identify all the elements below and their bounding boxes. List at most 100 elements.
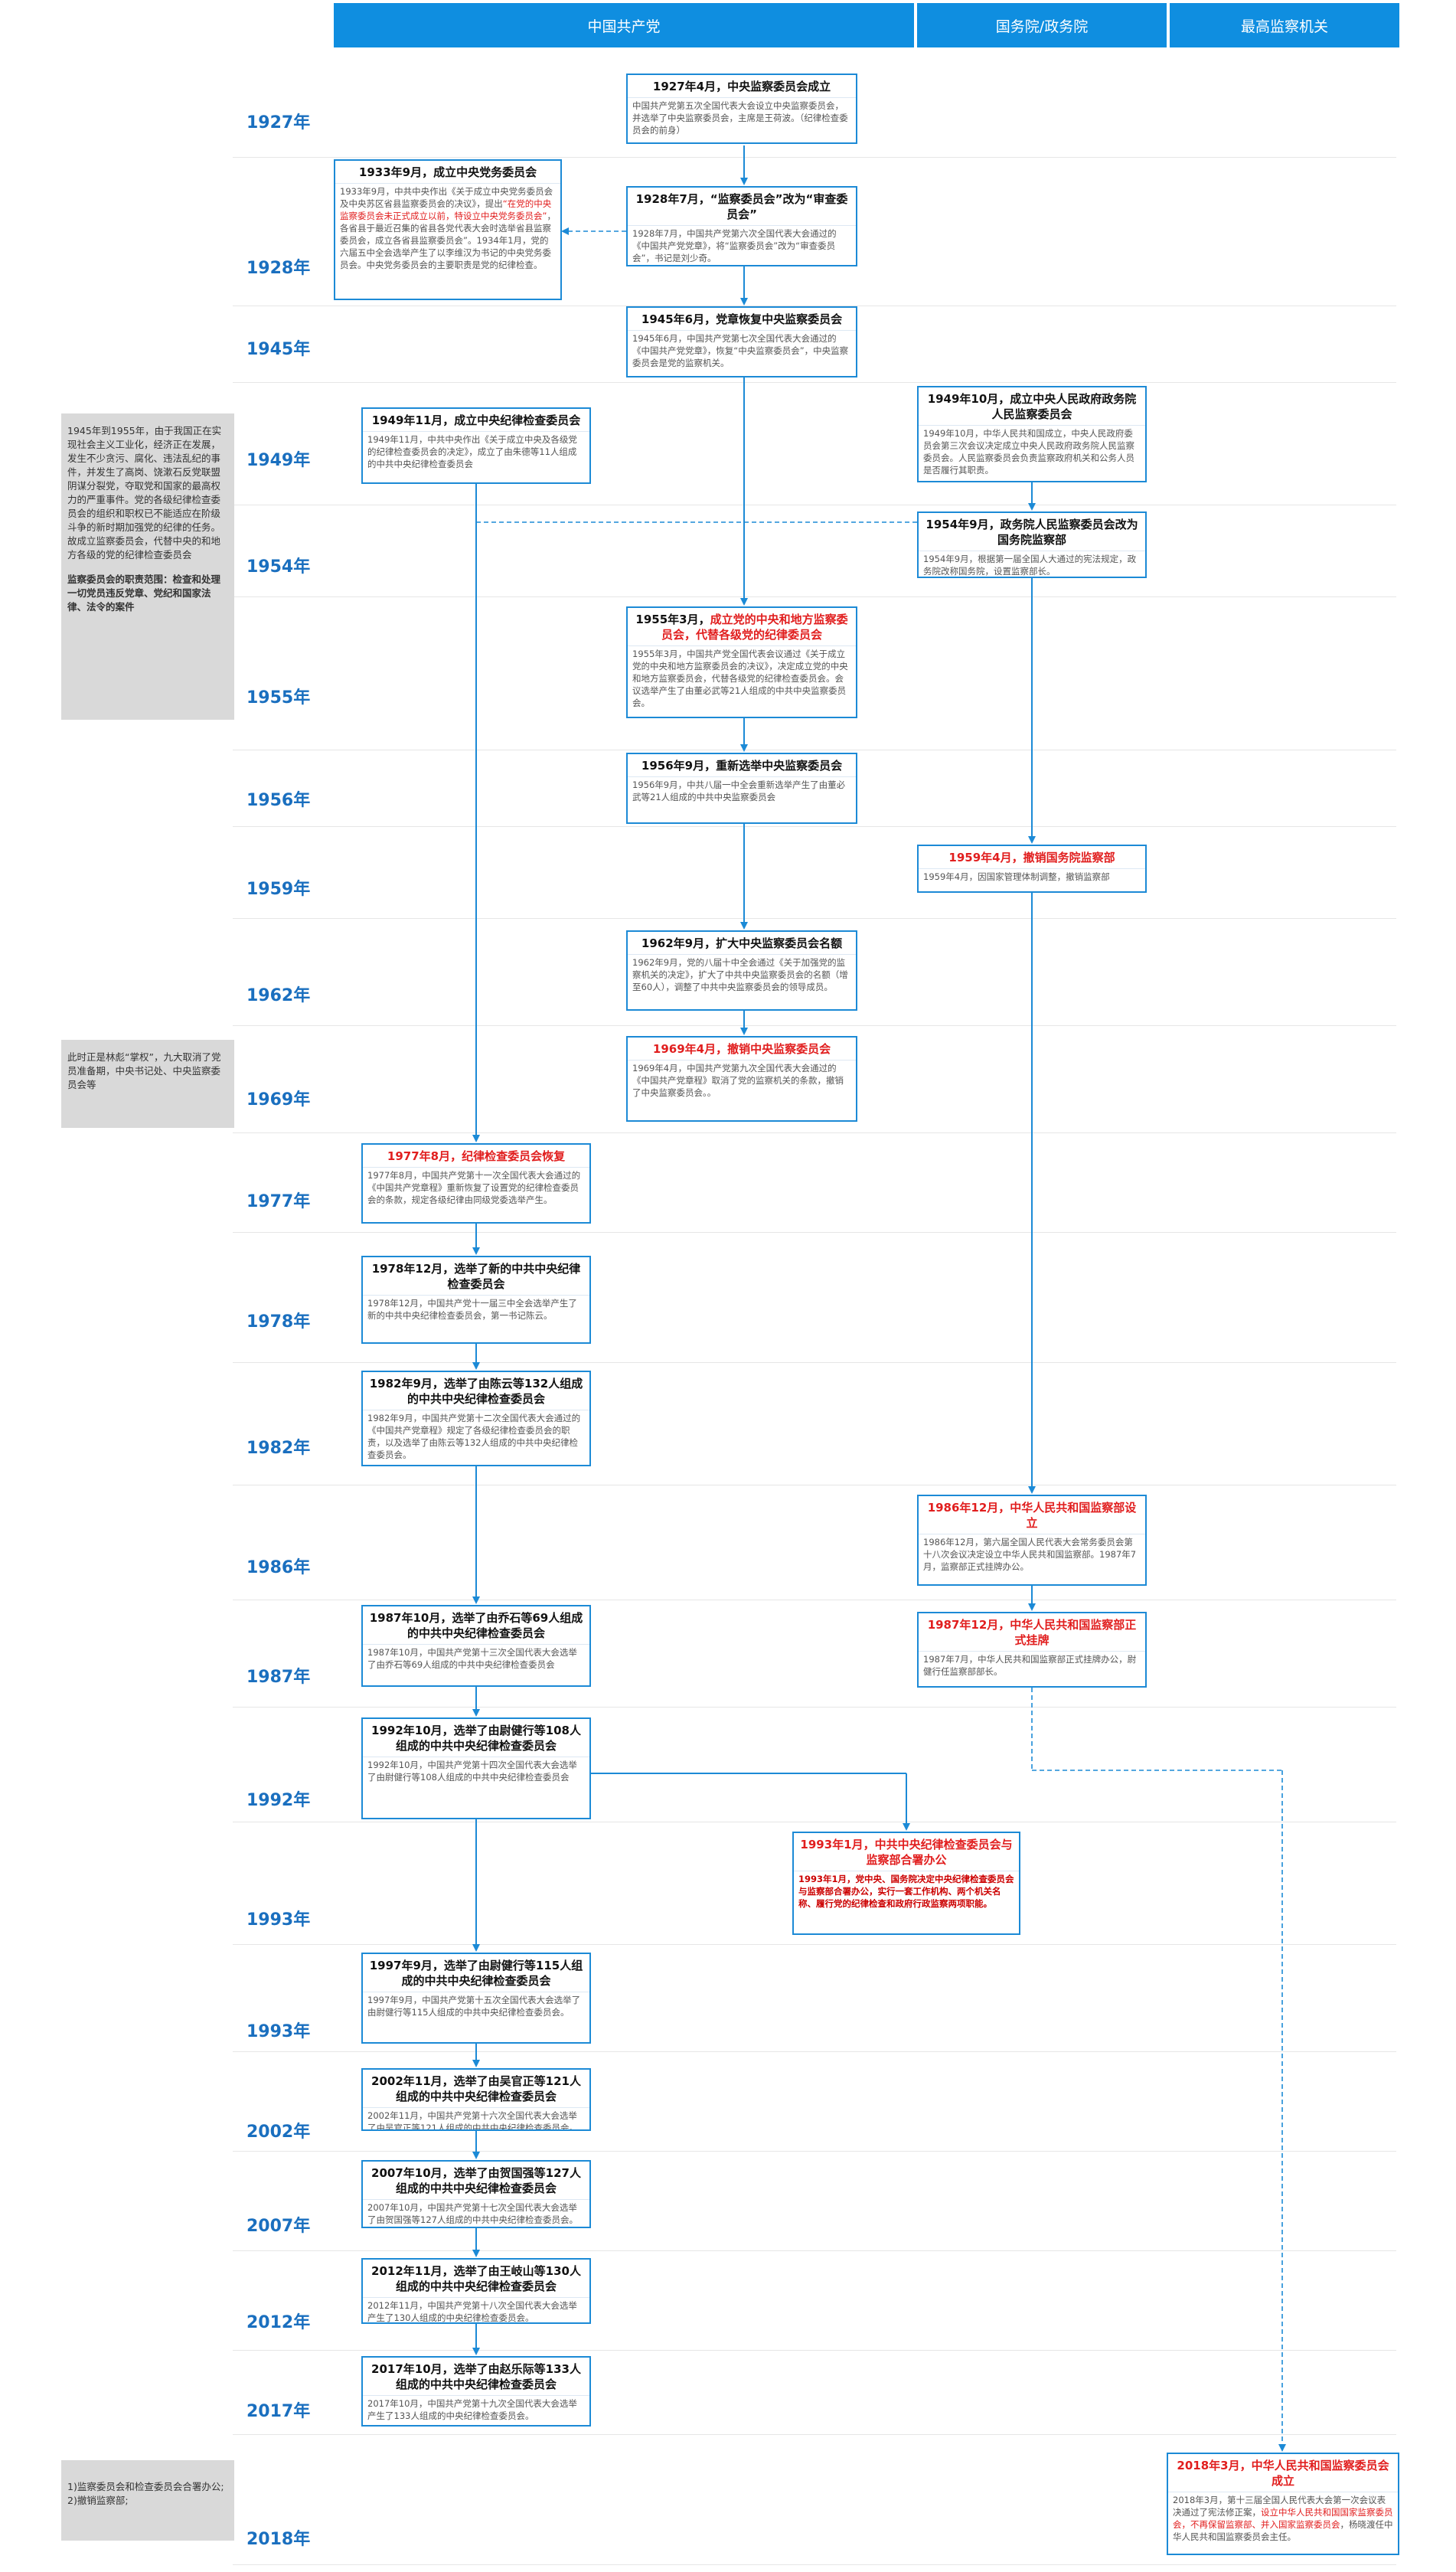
year-label: 1986年 [246, 1558, 311, 1577]
event-title: 2018年3月，中华人民共和国监察委员会成立 [1177, 2459, 1389, 2488]
event-title: 2017年10月，选举了由赵乐际等133人组成的中共中央纪律检查委员会 [371, 2362, 581, 2391]
event-desc: 1993年1月，党中央、国务院决定中央纪律检查委员会与监察部合署办公，实行一套工… [794, 1871, 1019, 1913]
event-1933-party-affairs: 1933年9月，成立中央党务委员会 1933年9月，中共中央作出《关于成立中央党… [334, 159, 562, 300]
row-divider [233, 1600, 1396, 1708]
event-title: 1986年12月，中华人民共和国监察部设立 [927, 1501, 1137, 1530]
event-title: 2012年11月，选举了由王岐山等130人组成的中共中央纪律检查委员会 [371, 2264, 581, 2293]
row-divider [233, 1485, 1396, 1600]
event-desc: 1956年9月，中共八届一中全会重新选举产生了由董必武等21人组成的中共中央监察… [628, 776, 856, 806]
event-1959-abolish-ministry: 1959年4月，撤销国务院监察部 1959年4月，因国家管理体制调整，撤销监察部 [917, 845, 1147, 893]
event-desc: 1955年3月，中国共产党全国代表会议通过《关于成立党的中央和地方监察委员会的决… [628, 645, 856, 712]
row-divider [233, 596, 1396, 750]
header-party: 中国共产党 [334, 3, 914, 47]
year-label: 1949年 [246, 451, 311, 470]
year-label: 1969年 [246, 1090, 311, 1110]
event-2018-national-commission: 2018年3月，中华人民共和国监察委员会成立 2018年3月，第十三届全国人民代… [1167, 2453, 1399, 2555]
event-desc: 1997年9月，中国共产党第十五次全国代表大会选举了由尉健行等115人组成的中共… [363, 1992, 589, 2021]
year-label: 1927年 [246, 113, 311, 132]
event-1928-review-committee: 1928年7月，“监察委员会”改为“审查委员会” 1928年7月，中国共产党第六… [626, 186, 857, 266]
event-1986-ministry: 1986年12月，中华人民共和国监察部设立 1986年12月，第六届全国人民代表… [917, 1495, 1147, 1586]
event-1987-ministry-plaque: 1987年12月，中华人民共和国监察部正式挂牌 1987年7月，中华人民共和国监… [917, 1612, 1147, 1688]
event-title: 1977年8月，纪律检查委员会恢复 [387, 1149, 566, 1163]
event-title: 2007年10月，选举了由贺国强等127人组成的中共中央纪律检查委员会 [371, 2166, 581, 2195]
event-title: 1945年6月，党章恢复中央监察委员会 [641, 312, 843, 326]
event-title: 1933年9月，成立中央党务委员会 [358, 165, 537, 179]
year-label: 2018年 [246, 2530, 311, 2549]
row-divider [233, 157, 1396, 306]
event-title: 1993年1月，中共中央纪律检查委员会与监察部合署办公 [800, 1838, 1013, 1867]
event-1927-central-supervision: 1927年4月，中央监察委员会成立 中国共产党第五次全国代表大会设立中央监察委员… [626, 74, 857, 144]
year-label: 1978年 [246, 1312, 311, 1332]
year-label: 2002年 [246, 2123, 311, 2142]
event-title: 1962年9月，扩大中央监察委员会名额 [641, 936, 843, 950]
event-2012-commission: 2012年11月，选举了由王岐山等130人组成的中共中央纪律检查委员会 2012… [361, 2258, 591, 2324]
event-title: 1992年10月，选举了由尉健行等108人组成的中共中央纪律检查委员会 [371, 1724, 581, 1753]
row-divider [233, 750, 1396, 827]
row-divider [233, 1822, 1396, 1945]
header-state: 国务院/政务院 [917, 3, 1167, 47]
row-divider [233, 918, 1396, 1026]
row-divider [233, 2250, 1396, 2351]
year-label: 1954年 [246, 557, 311, 577]
event-desc: 2002年11月，中国共产党第十六次全国代表大会选举了由吴官正等121人组成的中… [363, 2107, 589, 2129]
side-note-1955: 1945年到1955年，由于我国正在实现社会主义工业化，经济正在发展，发生不少贪… [61, 413, 234, 720]
event-2007-commission: 2007年10月，选举了由贺国强等127人组成的中共中央纪律检查委员会 2007… [361, 2160, 591, 2228]
event-title: 1955年3月，成立党的中央和地方监察委员会，代替各级党的纪律委员会 [635, 613, 848, 642]
row-divider [233, 306, 1396, 383]
event-title: 1982年9月，选举了由陈云等132人组成的中共中央纪律检查委员会 [369, 1377, 583, 1406]
event-desc: 1959年4月，因国家管理体制调整，撤销监察部 [919, 868, 1145, 886]
event-title: 1978年12月，选举了新的中共中央纪律检查委员会 [371, 1262, 581, 1291]
row-divider [233, 2350, 1396, 2435]
event-desc: 2012年11月，中国共产党第十八次全国代表大会选举产生了130人组成的中央纪律… [363, 2297, 589, 2322]
event-1962-expand: 1962年9月，扩大中央监察委员会名额 1962年9月，党的八届十中全会通过《关… [626, 930, 857, 1011]
event-desc: 1945年6月，中国共产党第七次全国代表大会通过的《中国共产党党章》，恢复“中央… [628, 330, 856, 372]
event-desc: 1969年4月，中国共产党第九次全国代表大会通过的《中国共产党章程》取消了党的监… [628, 1060, 856, 1102]
event-desc: 1982年9月，中国共产党第十二次全国代表大会通过的《中国共产党章程》规定了各级… [363, 1410, 589, 1464]
year-label: 2007年 [246, 2217, 311, 2236]
event-desc: 2018年3月，第十三届全国人民代表大会第一次会议表决通过了宪法修正案，设立中华… [1168, 2492, 1398, 2546]
row-divider [233, 2051, 1396, 2152]
event-1956-reelect: 1956年9月，重新选举中央监察委员会 1956年9月，中共八届一中全会重新选举… [626, 753, 857, 824]
side-note-text: 监察委员会的职责范围：检查和处理一切党员违反党章、党纪和国家法律、法令的案件 [67, 574, 221, 613]
side-note-text: 此时正是林彪“掌权”，九大取消了党员准备期，中央书记处、中央监察委员会等 [67, 1051, 221, 1090]
event-desc: 1962年9月，党的八届十中全会通过《关于加强党的监察机关的决定》，扩大了中共中… [628, 954, 856, 996]
side-note-1969: 此时正是林彪“掌权”，九大取消了党员准备期，中央书记处、中央监察委员会等 [61, 1040, 234, 1128]
event-1993-merge: 1993年1月，中共中央纪律检查委员会与监察部合署办公 1993年1月，党中央、… [792, 1832, 1020, 1935]
event-title: 1969年4月，撤销中央监察委员会 [652, 1042, 831, 1056]
year-label: 1928年 [246, 259, 311, 278]
event-desc: 1978年12月，中国共产党十一届三中全会选举产生了新的中共中央纪律检查委员会，… [363, 1295, 589, 1325]
row-divider [233, 826, 1396, 919]
year-label: 1962年 [246, 986, 311, 1005]
row-divider [233, 1362, 1396, 1485]
year-label: 1955年 [246, 688, 311, 708]
event-1955-supervision: 1955年3月，成立党的中央和地方监察委员会，代替各级党的纪律委员会 1955年… [626, 606, 857, 718]
row-divider [233, 2434, 1396, 2565]
year-label: 1992年 [246, 1791, 311, 1810]
row-divider [233, 1232, 1396, 1363]
year-label: 2017年 [246, 2402, 311, 2421]
row-divider [233, 505, 1396, 597]
event-1997-commission: 1997年9月，选举了由尉健行等115人组成的中共中央纪律检查委员会 1997年… [361, 1953, 591, 2044]
row-divider [233, 2151, 1396, 2251]
side-note-text: 1945年到1955年，由于我国正在实现社会主义工业化，经济正在发展，发生不少贪… [67, 425, 222, 560]
event-desc: 2017年10月，中国共产党第十九次全国代表大会选举产生了133人组成的中央纪律… [363, 2395, 589, 2425]
event-title: 1928年7月，“监察委员会”改为“审查委员会” [635, 192, 848, 221]
event-title: 1949年11月，成立中央纪律检查委员会 [371, 413, 581, 427]
event-title: 1959年4月，撤销国务院监察部 [948, 851, 1115, 864]
event-1977-restore: 1977年8月，纪律检查委员会恢复 1977年8月，中国共产党第十一次全国代表大… [361, 1143, 591, 1224]
event-desc: 1949年11月，中共中央作出《关于成立中央及各级党的纪律检查委员会的决定》，成… [363, 431, 589, 473]
event-title: 1956年9月，重新选举中央监察委员会 [641, 759, 843, 773]
year-label: 1977年 [246, 1192, 311, 1211]
event-1969-abolish: 1969年4月，撤销中央监察委员会 1969年4月，中国共产党第九次全国代表大会… [626, 1036, 857, 1122]
row-divider [233, 1707, 1396, 1822]
year-label: 1956年 [246, 791, 311, 810]
row-divider [233, 0, 1396, 158]
event-title: 1949年10月，成立中央人民政府政务院人民监察委员会 [927, 392, 1137, 421]
year-label: 1959年 [246, 880, 311, 899]
event-1987-commission: 1987年10月，选举了由乔石等69人组成的中共中央纪律检查委员会 1987年1… [361, 1605, 591, 1687]
event-title: 1987年12月，中华人民共和国监察部正式挂牌 [927, 1618, 1137, 1647]
event-1992-commission: 1992年10月，选举了由尉健行等108人组成的中共中央纪律检查委员会 1992… [361, 1717, 591, 1819]
event-1945-restore: 1945年6月，党章恢复中央监察委员会 1945年6月，中国共产党第七次全国代表… [626, 306, 857, 377]
event-1982-commission: 1982年9月，选举了由陈云等132人组成的中共中央纪律检查委员会 1982年9… [361, 1371, 591, 1466]
row-divider [233, 382, 1396, 505]
